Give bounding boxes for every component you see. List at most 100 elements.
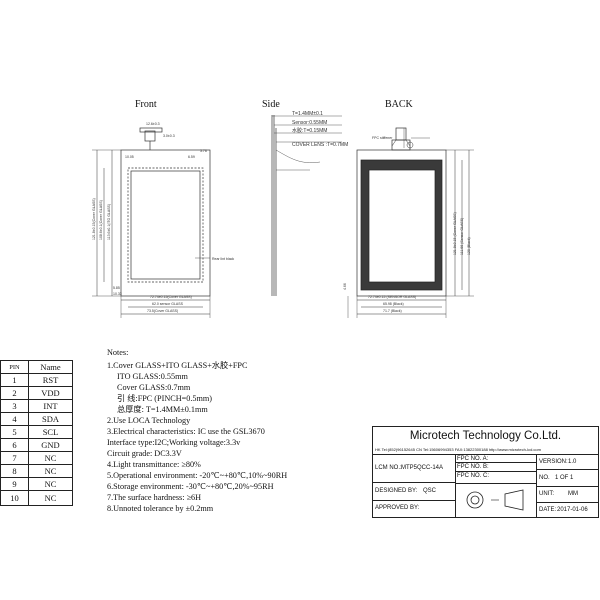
notes-title: Notes: [107, 348, 129, 357]
side-view-title: Side [262, 99, 280, 110]
note-line: 5.Operational environment: -20℃~+80℃,10%… [107, 471, 288, 480]
front-height-aa: 108.6±0.1(Cover GLASS) [99, 200, 103, 240]
front-fpc-width: 12.6±0.3 [146, 122, 160, 126]
fpc-no-c: FPC NO. C: [457, 473, 490, 479]
note-line: 1.Cover GLASS+ITO GLASS+水胶+FPC [107, 361, 248, 370]
unit-label: UNIT: [539, 491, 554, 497]
note-line: 7.The surface hardness: ≥6H [107, 493, 202, 502]
date-label: DATE: [539, 507, 557, 513]
front-top-right-dim: 6.59 [188, 155, 195, 159]
projection-symbol-icon [466, 489, 524, 511]
pin-number: 2 [0, 386, 29, 400]
note-line: 2.Use LOCA Technology [107, 416, 191, 425]
company-name: Microtech Technology Co.Ltd. [409, 430, 562, 442]
back-fpc-pin1-marker [406, 141, 414, 149]
front-tape-note: Rear lint black [212, 257, 234, 261]
back-side-length: 4.66 [343, 283, 347, 290]
front-active-area [130, 170, 201, 280]
pin-number: 1 [0, 373, 29, 387]
front-view [92, 127, 211, 318]
back-width-black: 65.98 (Black) [383, 302, 404, 306]
version-value: 1.0 [568, 459, 577, 465]
back-fpc-stiffener [395, 127, 407, 141]
front-height-ito: 113.6±0.1(ITO GLASS) [107, 204, 111, 240]
note-line: 3.Electrical characteristics: IC use the… [107, 427, 265, 436]
front-fpc-tail [144, 130, 156, 142]
pin-name: RST [28, 373, 73, 387]
front-view-title: Front [135, 99, 157, 110]
pin-number: 6 [0, 438, 29, 452]
pin-number: 9 [0, 477, 29, 491]
front-top-left-dim: 10.05 [125, 155, 134, 159]
back-height-cover: 121.8±0.15 (Cover GLASS) [453, 212, 457, 255]
note-line: 引 线:FPC (PINCH=0.5mm) [117, 394, 212, 403]
back-width-black-outer: 71.7 (Black) [383, 309, 402, 313]
pin-name: INT [28, 399, 73, 413]
front-top-right2-dim: 3.76 [200, 149, 207, 153]
lcm-no-value: MTP5QCC-14A [401, 465, 444, 471]
front-bot-left-dim: 10.33 [113, 292, 122, 296]
back-view [347, 127, 474, 318]
technical-drawing: 12.6±0.3 3.0±0.3 Rear lint black 121.8±0… [92, 111, 474, 318]
note-line: 4.Light transmittance: ≥80% [107, 460, 201, 469]
pin-number: 10 [0, 490, 29, 506]
back-width-sensor: 72.74±0.15 (SENSOR GLASS) [368, 295, 416, 299]
pin-number: 7 [0, 451, 29, 465]
pin-name: NC [28, 477, 73, 491]
pin-name: NC [28, 464, 73, 478]
side-sensor-thickness: Sensor:0.55MM [292, 120, 327, 126]
pin-name: NC [28, 451, 73, 465]
note-line: 6.Storage environment: -30℃~+80℃,20%~95R… [107, 482, 274, 491]
pin-name: NC [28, 490, 73, 506]
sheet-no-value: 1 OF 1 [555, 475, 574, 481]
company-contact: HK Tel:(852)96152645 CN Tel:15606994353 … [375, 447, 541, 452]
note-line: Cover GLASS:0.7mm [117, 383, 191, 392]
back-window [368, 169, 436, 283]
fpc-no-b: FPC NO. B: [457, 464, 489, 470]
note-line: 总厚度: T=1.4MM±0.1mm [117, 405, 208, 414]
note-line: Circuit grade: DC3.3V [107, 449, 182, 458]
back-stiffener-label: FPC stiffener [372, 136, 393, 140]
front-bot-sep-dim: 5.85 [113, 286, 120, 290]
designed-by-label: DESIGNED BY: [375, 488, 418, 494]
name-header: Name [28, 360, 73, 374]
pin-number: 4 [0, 412, 29, 426]
side-cover-thickness: COVER LENS :T=0.7MM [292, 142, 348, 148]
pin-header: PIN [0, 360, 29, 374]
fpc-no-a: FPC NO. A: [457, 456, 489, 462]
sheet-no-label: NO. [539, 475, 550, 481]
front-fpc-connector [139, 127, 163, 133]
front-height-outer: 121.8±0.15(Cover GLASS) [92, 198, 96, 240]
side-glue-thickness: 水胶:T=0.15MM [292, 127, 327, 134]
front-width-outer: 72.74±0.15(Cover GLASS) [150, 295, 192, 299]
side-total-thickness: T=1.4MM±0.1 [292, 111, 323, 117]
pin-number: 5 [0, 425, 29, 439]
side-view [271, 115, 342, 296]
unit-value: MM [568, 491, 578, 497]
front-fpc-length: 3.0±0.3 [163, 134, 175, 138]
back-height-black: 120 (Black) [467, 237, 471, 255]
back-view-title: BACK [385, 99, 413, 110]
front-width-vw: 73.5(Cover GLASS) [147, 309, 178, 313]
note-line: Interface type:I2C;Working voltage:3.3v [107, 438, 241, 447]
front-view-area [127, 167, 204, 283]
pin-name: SCL [28, 425, 73, 439]
pin-number: 3 [0, 399, 29, 413]
date-value: 2017-01-06 [557, 507, 588, 513]
approved-by-label: APPROVED BY: [375, 505, 420, 511]
front-width-aa: 62.0 sensor GLASS [152, 302, 184, 306]
front-cover-glass [120, 149, 211, 297]
pin-name: SDA [28, 412, 73, 426]
designed-by-value: QSC [423, 488, 437, 494]
pin-table-header: PIN Name [0, 360, 73, 374]
